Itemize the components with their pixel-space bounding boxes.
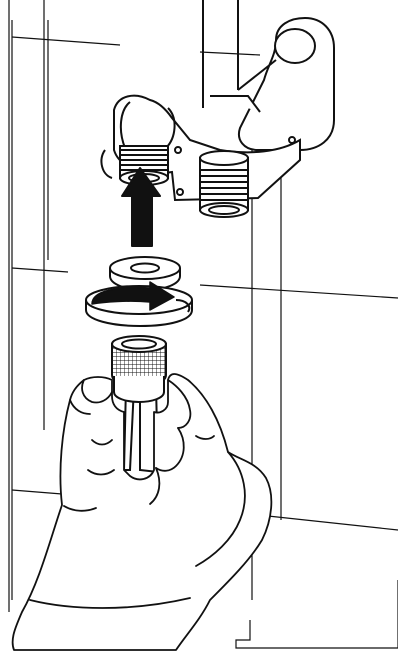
hose-nut	[111, 335, 167, 404]
hand	[11, 373, 273, 651]
diverter-body	[100, 94, 301, 202]
threaded-outlet-right	[199, 150, 249, 218]
washer	[109, 256, 181, 292]
wall-tiles	[8, 0, 398, 649]
up-arrow-icon	[121, 167, 161, 247]
clockwise-rotate-icon	[91, 281, 191, 313]
shower-rail	[202, 0, 239, 108]
wall-bracket	[210, 16, 335, 151]
